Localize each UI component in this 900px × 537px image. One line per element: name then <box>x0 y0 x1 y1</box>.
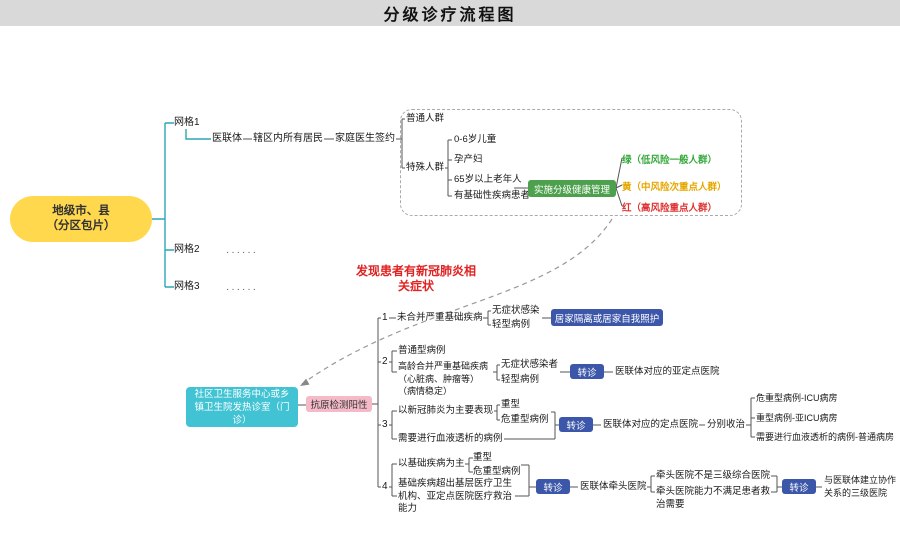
grid-3-ellipsis: ······ <box>226 284 258 295</box>
grid-3-label: 网格3 <box>174 281 200 292</box>
grid-1-label: 网格1 <box>174 117 200 128</box>
residents-label: 辖区内所有居民 <box>253 133 323 144</box>
root-node-city-county: 地级市、县 （分区包片） <box>10 196 152 242</box>
grid-2-ellipsis: ······ <box>226 247 258 258</box>
b3-case-severe: 重型 <box>501 399 521 410</box>
b4-destination-tertiary: 与医联体建立协作关系的三级医院 <box>824 475 897 498</box>
b3-ward-general: 需要进行血液透析的病例-普通病房 <box>756 432 894 442</box>
root-line1: 地级市、县 <box>52 205 110 217</box>
b4-destination-lead: 医联体牵头医院 <box>580 481 647 492</box>
b1-case-mild: 轻型病例 <box>492 319 531 330</box>
special-item-children: 0-6岁儿童 <box>454 134 497 145</box>
root-line2: （分区包片） <box>46 220 116 232</box>
b3-condition-dialysis: 需要进行血液透析的病例 <box>398 433 503 444</box>
population-group-box <box>400 109 742 216</box>
branch-2-number: 2 <box>382 356 388 367</box>
branch-4-number: 4 <box>382 481 388 492</box>
consortium-label: 医联体 <box>212 133 242 144</box>
antigen-positive-box: 抗原检测阳性 <box>306 396 372 412</box>
b3-admit-note: 分别收治 <box>707 419 746 430</box>
risk-level-yellow: 黄（中风险次重点人群） <box>622 182 727 193</box>
title-bar: 分级诊疗流程图 <box>0 0 900 26</box>
special-item-pregnant: 孕产妇 <box>454 154 483 165</box>
b4-sub-capacity: 牵头医院能力不满足患者救治需要 <box>656 486 771 510</box>
b3-referral-box: 转诊 <box>559 417 593 432</box>
arrowhead <box>300 378 310 386</box>
b2-condition-ordinary: 普通型病例 <box>398 345 446 356</box>
b4-condition-capacity: 基础疾病超出基层医疗卫生机构、亚定点医院医疗救治能力 <box>398 478 513 514</box>
risk-level-red: 红（高风险重点人群） <box>622 203 718 214</box>
b4-condition-underlying: 以基础疾病为主 <box>398 458 465 469</box>
b4-case-critical: 危重型病例 <box>473 466 521 477</box>
page-title: 分级诊疗流程图 <box>383 7 517 24</box>
b2-case-mild: 轻型病例 <box>501 374 540 385</box>
covid-symptom-note: 发现患者有新冠肺炎相关症状 <box>355 264 476 293</box>
b4-case-severe: 重型 <box>473 452 493 463</box>
special-item-chronic: 有基础性疾病患者 <box>454 190 531 201</box>
b1-home-care-box: 居家隔离或居家自我照护 <box>551 309 663 326</box>
b2-case-asymptomatic: 无症状感染者 <box>501 359 559 370</box>
b3-destination: 医联体对应的定点医院 <box>603 419 699 430</box>
family-doctor-label: 家庭医生签约 <box>335 133 395 144</box>
b4-referral-box: 转诊 <box>536 479 570 494</box>
health-management-box: 实施分级健康管理 <box>528 180 616 197</box>
b4-referral-box-2: 转诊 <box>782 479 816 494</box>
b1-condition: 未合并严重基础疾病 <box>397 312 483 323</box>
b3-ward-icu: 危重型病例-ICU病房 <box>756 393 838 403</box>
risk-level-green: 绿（低风险一般人群） <box>622 155 718 166</box>
b2-referral-box: 转诊 <box>570 364 604 379</box>
tree-lines <box>152 122 211 288</box>
b1-case-asymptomatic: 无症状感染 <box>492 305 540 316</box>
b3-condition-covid-main: 以新冠肺炎为主要表现 <box>398 405 494 416</box>
special-item-elderly: 65岁以上老年人 <box>454 174 522 185</box>
fever-clinic-box: 社区卫生服务中心或乡镇卫生院发热诊室（门诊） <box>186 387 298 427</box>
b2-destination: 医联体对应的亚定点医院 <box>615 366 720 377</box>
general-population-label: 普通人群 <box>406 113 445 124</box>
b3-case-critical: 危重型病例 <box>501 414 549 425</box>
b4-sub-not-tertiary: 牵头医院不是三级综合医院 <box>656 470 771 481</box>
branch-3-number: 3 <box>382 419 388 430</box>
b3-ward-subicu: 重型病例-亚ICU病房 <box>756 413 838 423</box>
grid-2-label: 网格2 <box>174 244 200 255</box>
branch-1-number: 1 <box>382 312 388 323</box>
special-population-label: 特殊人群 <box>406 162 445 173</box>
b2-condition-elderly: 高龄合并严重基础疾病（心脏病、肿瘤等）（病情稳定） <box>398 361 489 396</box>
